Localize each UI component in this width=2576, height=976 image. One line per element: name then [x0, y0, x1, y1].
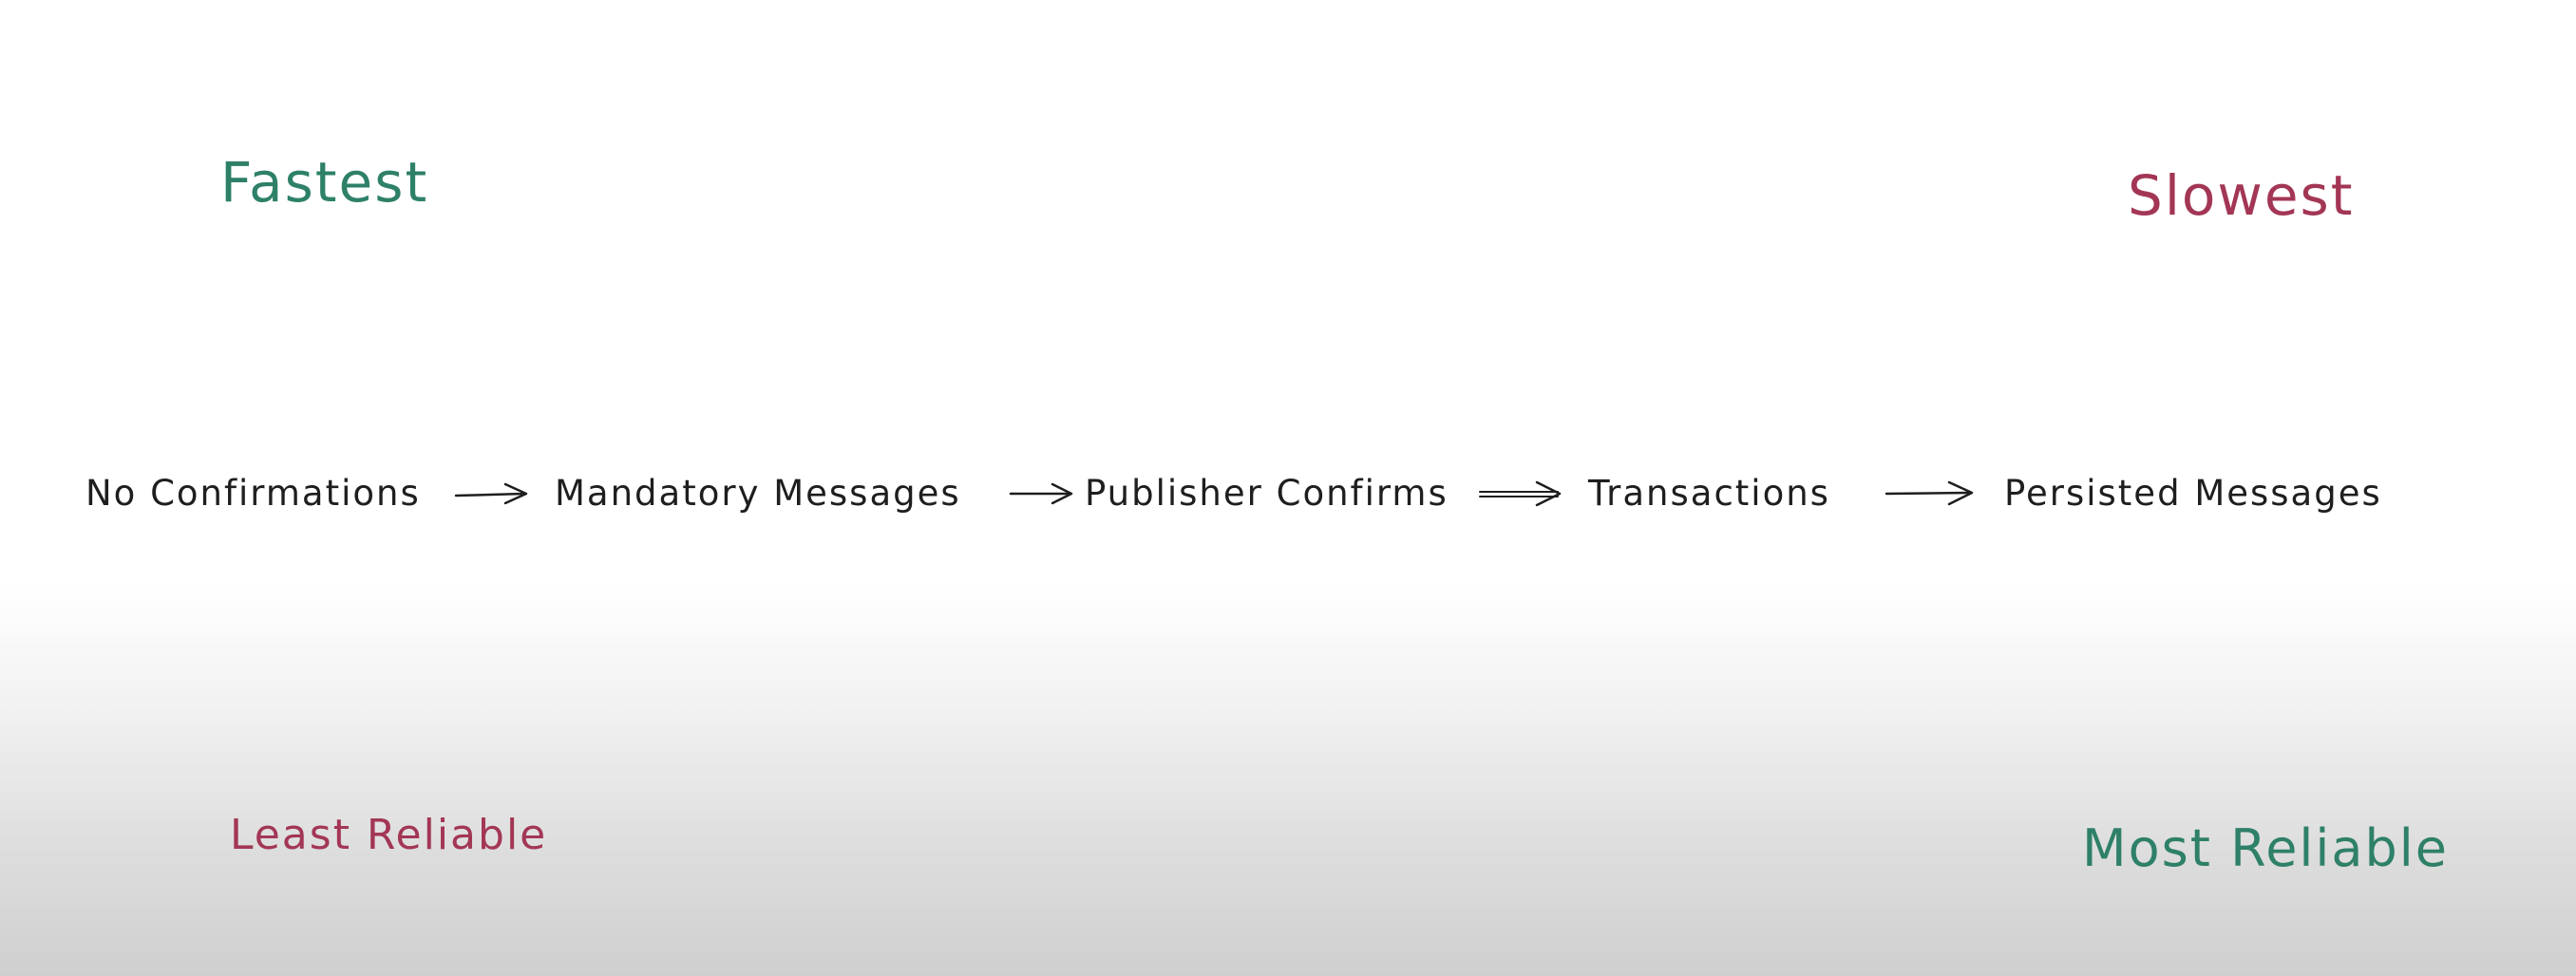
- step-no-confirmations: No Confirmations: [85, 473, 421, 514]
- slowest-label: Slowest: [2128, 163, 2355, 228]
- right-arrow-icon: [1885, 477, 1976, 511]
- step-persisted-messages: Persisted Messages: [2004, 473, 2382, 514]
- most-reliable-label: Most Reliable: [2082, 818, 2450, 878]
- reliability-flow: No Confirmations Mandatory Messages Publ…: [0, 465, 2576, 522]
- least-reliable-label: Least Reliable: [230, 811, 548, 859]
- step-mandatory-messages: Mandatory Messages: [555, 473, 961, 514]
- right-arrow-icon: [1478, 477, 1563, 511]
- step-transactions: Transactions: [1588, 473, 1830, 514]
- step-publisher-confirms: Publisher Confirms: [1085, 473, 1449, 514]
- fastest-label: Fastest: [220, 150, 429, 215]
- right-arrow-icon: [454, 477, 530, 511]
- right-arrow-icon: [1009, 477, 1075, 511]
